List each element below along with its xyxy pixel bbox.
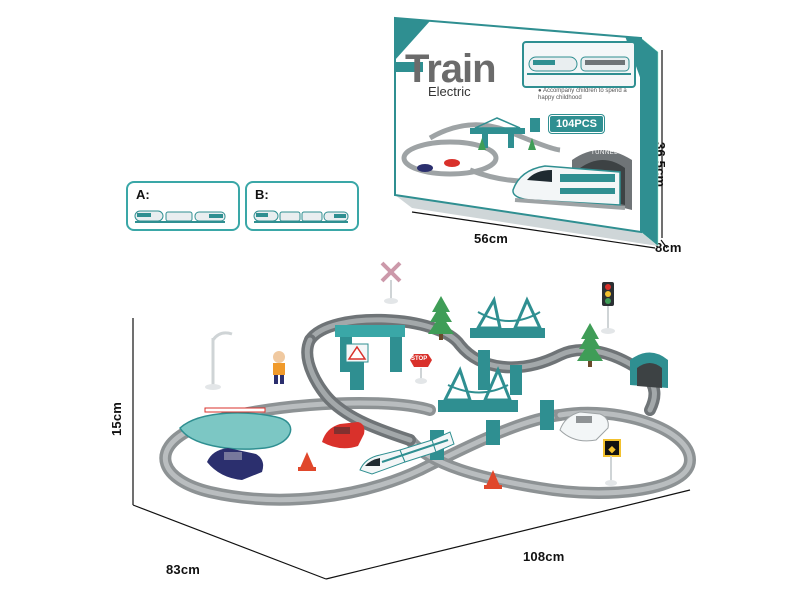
box-window [522, 41, 636, 88]
box-depth-label: 8cm [655, 240, 682, 255]
svg-text:◆: ◆ [608, 444, 617, 454]
stop-sign-text: STOP [411, 356, 428, 362]
white-car [559, 411, 609, 442]
train-a-icon [134, 210, 226, 223]
set-width-label: 108cm [523, 549, 565, 564]
station [335, 325, 405, 372]
set-depth-label: 83cm [166, 562, 201, 577]
box-title: Train [405, 47, 497, 91]
red-car [322, 422, 365, 449]
box-tagline: ● Accompany children to spend a happy ch… [538, 88, 627, 101]
playset-train [359, 431, 455, 475]
tree-2 [577, 323, 603, 367]
cone-2 [484, 470, 502, 489]
warning-sign: ◆ [603, 439, 621, 486]
suspension-bridge-upper [470, 295, 545, 338]
tunnel-label: TUNNEL [591, 150, 619, 156]
tree-1 [428, 296, 454, 340]
option-card-b[interactable]: B: [245, 181, 359, 231]
option-card-a[interactable]: A: [126, 181, 240, 231]
figure-person [273, 351, 285, 384]
box-artwork [401, 117, 632, 210]
tunnel [630, 352, 668, 388]
stop-sign [410, 354, 432, 384]
box-subtitle: Electric [428, 84, 471, 99]
crossing-sign [380, 261, 402, 304]
traffic-light [601, 282, 615, 334]
pieces-badge: 104PCS [549, 115, 604, 133]
box-width-label: 56cm [474, 231, 509, 246]
option-a-label: A: [136, 187, 150, 202]
street-lamp [205, 331, 233, 390]
option-b-label: B: [255, 187, 269, 202]
product-box [394, 16, 659, 247]
ramp-platform [179, 407, 292, 450]
suspension-bridge-lower [438, 366, 518, 412]
cone-1 [298, 452, 316, 471]
blue-car [207, 448, 264, 480]
train-b-icon [253, 210, 349, 223]
